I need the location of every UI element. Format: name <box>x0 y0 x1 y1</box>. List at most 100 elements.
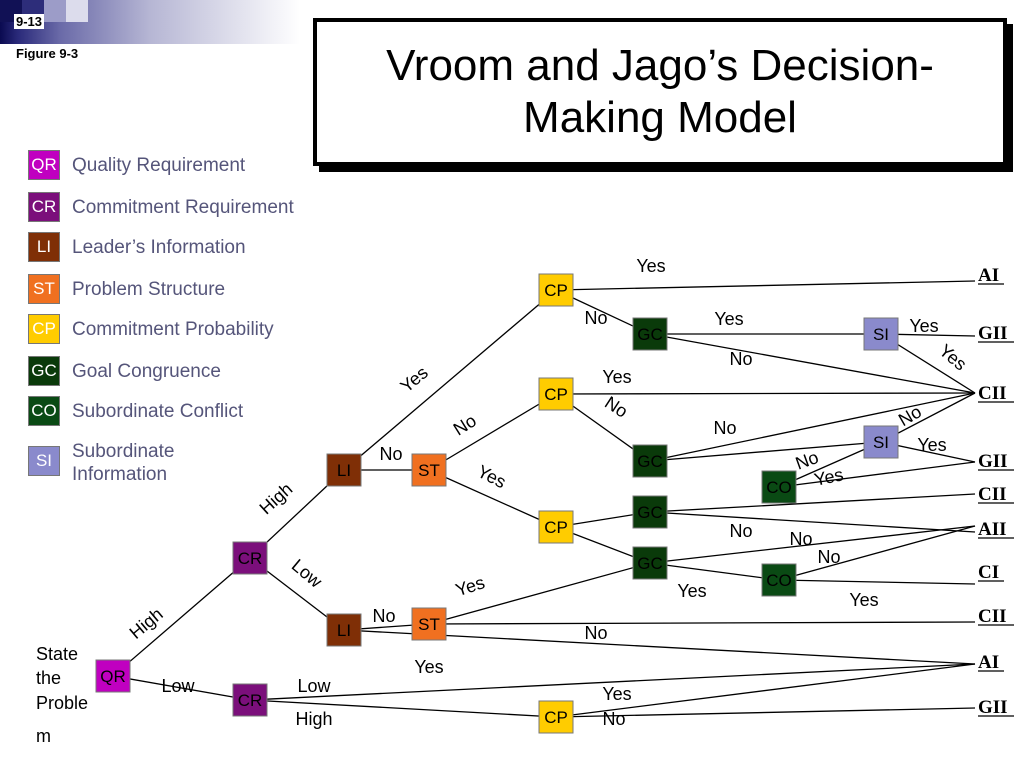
outcome-labels: AI GII CII GII CII AII CI CII AI GII <box>978 265 1008 718</box>
edge-label: No <box>713 418 736 438</box>
node-label: CP <box>544 385 568 404</box>
slide-number: 9-13 <box>14 14 45 29</box>
bar-square <box>66 0 88 22</box>
start-label-line: Proble <box>36 693 88 713</box>
node-st <box>411 453 447 487</box>
figure-label: Figure 9-3 <box>16 46 79 61</box>
node-label: CO <box>766 478 792 497</box>
node-cr <box>232 541 268 575</box>
bar-square <box>44 0 66 22</box>
edge <box>555 663 976 718</box>
outcome-label: AI <box>978 265 999 286</box>
edge-label: No <box>379 444 402 464</box>
edge-label: Yes <box>474 461 509 492</box>
node-label: CP <box>544 281 568 300</box>
node-co <box>761 470 797 504</box>
slide-title: Vroom and Jago’s Decision-Making Model <box>386 41 934 142</box>
tree-nodes: QR CR LI ST CP GC SI CP GC SI CO CP GC G… <box>95 273 899 734</box>
edge-label: Yes <box>935 340 970 374</box>
edge-label: No <box>372 606 395 626</box>
start-label-line: m <box>36 726 51 746</box>
outcome-label: AI <box>978 652 999 673</box>
edge <box>112 675 251 701</box>
edge <box>428 393 557 471</box>
node-label: LI <box>337 621 351 640</box>
edge <box>649 392 976 462</box>
edge-label: Yes <box>917 435 946 455</box>
edge-labels: High Low High Low Yes No Yes No Yes Yes … <box>126 256 971 729</box>
legend-label: Subordinate Information <box>72 441 175 485</box>
node-label: CP <box>544 708 568 727</box>
edge-label: No <box>584 623 607 643</box>
edge-label: No <box>729 521 752 541</box>
outcome-label: GII <box>978 697 1008 718</box>
edge-label: Yes <box>602 367 631 387</box>
edge-label: No <box>817 547 840 567</box>
outcome-label: CII <box>978 484 1007 505</box>
edge-label: No <box>601 392 631 421</box>
outcome-label: CII <box>978 606 1007 627</box>
edge <box>112 557 251 677</box>
edge-label: Low <box>161 676 195 696</box>
edge <box>649 562 780 581</box>
legend-swatch: LI <box>28 232 60 262</box>
edge-label: Yes <box>396 362 431 396</box>
node-label: LI <box>337 461 351 480</box>
edge <box>343 289 557 471</box>
legend-label: Problem Structure <box>72 279 226 300</box>
edge-label: Yes <box>909 316 938 336</box>
legend-swatch: QR <box>28 150 60 180</box>
legend-label: Goal Congruence <box>72 361 221 382</box>
node-label: CO <box>766 571 792 590</box>
start-label: State the Proble m <box>36 644 88 746</box>
edge-label: Yes <box>636 256 665 276</box>
outcome-underlines <box>978 283 1014 717</box>
edge-label: Yes <box>677 581 706 601</box>
edge-label: Yes <box>714 309 743 329</box>
edge-label: Low <box>297 676 331 696</box>
outcome-label: CI <box>978 562 999 583</box>
outcome-label: AII <box>978 519 1007 540</box>
start-label-line: State <box>36 644 78 664</box>
title-box: Vroom and Jago’s Decision-Making Model <box>313 18 1007 166</box>
edge-label: High <box>126 604 167 643</box>
node-label: GC <box>637 325 663 344</box>
legend-label: Quality Requirement <box>72 155 246 176</box>
edge-label: Yes <box>602 684 631 704</box>
edge <box>428 469 557 528</box>
edge-label: No <box>584 308 607 328</box>
edge <box>428 562 651 625</box>
edge-label: No <box>450 410 480 439</box>
node-cp <box>538 273 574 307</box>
edge <box>428 621 976 625</box>
edge-label: No <box>895 401 925 430</box>
node-label: ST <box>418 461 440 480</box>
node-label: ST <box>418 615 440 634</box>
tree-edges <box>112 280 976 718</box>
edge-label: Yes <box>812 464 845 490</box>
node-gc <box>632 546 668 580</box>
edge <box>649 511 976 533</box>
edge <box>649 441 882 462</box>
legend-swatch: CP <box>28 314 60 344</box>
edge <box>649 333 976 394</box>
node-li <box>326 613 362 647</box>
legend-swatch: ST <box>28 274 60 304</box>
node-si <box>863 425 899 459</box>
edge <box>249 663 976 701</box>
edge <box>249 699 557 718</box>
legend-label: Commitment Probability <box>72 319 274 340</box>
outcome-label: GII <box>978 451 1008 472</box>
node-label: QR <box>100 667 126 686</box>
edge <box>649 525 976 564</box>
edge-label: Yes <box>453 572 487 600</box>
node-label: GC <box>637 503 663 522</box>
outcome-label: CII <box>978 383 1007 404</box>
node-gc <box>632 317 668 351</box>
edge <box>649 493 976 513</box>
legend-swatch: CR <box>28 192 60 222</box>
legend-swatch: SI <box>28 446 60 476</box>
edge <box>555 707 976 718</box>
node-gc <box>632 495 668 529</box>
edge <box>778 579 976 585</box>
